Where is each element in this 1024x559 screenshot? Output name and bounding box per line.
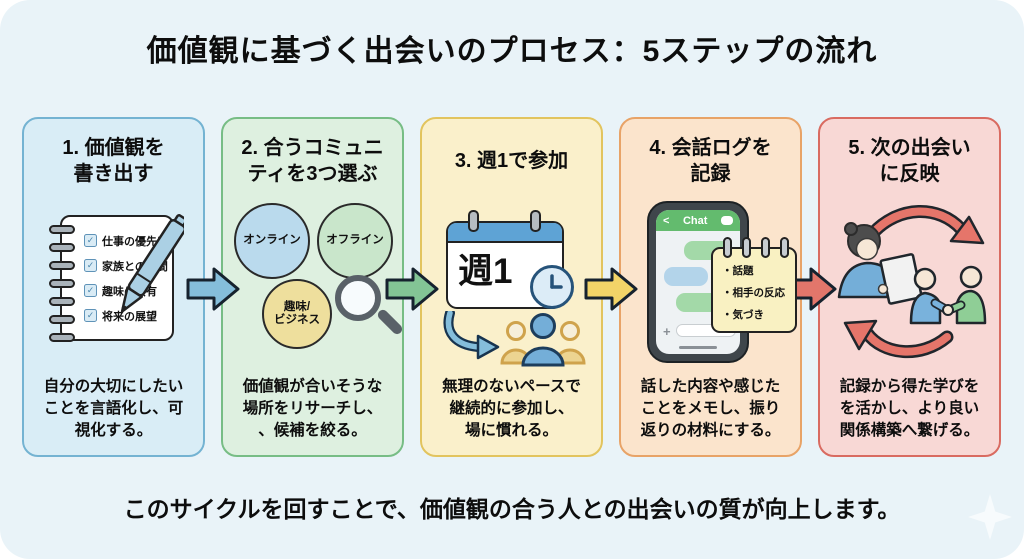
step-5-description: 記録から得た学びを を活かし、より良い 関係構築へ繋げる。 [839,378,980,439]
back-chevron-icon: < [663,214,670,227]
flow-arrow-2-icon [385,267,439,311]
clock-icon [530,265,574,309]
magnifier-lens-icon [335,275,381,321]
checklist-item: 仕事の優先度 [84,228,168,253]
feedback-cycle-icon [837,205,987,358]
community-circle-offline: オフライン [317,203,393,279]
checkbox-icon [84,234,97,247]
home-indicator [679,345,717,349]
step-4-title: 4. 会話ログを 記録 [649,136,772,185]
community-circle-hobby-business: 趣味/ ビジネス [262,279,332,349]
calendar-label: 週1 [458,252,513,291]
step-2-description: 価値観が合いそうな 場所をリサーチし、 、候補を絞る。 [242,378,383,439]
step-1-title: 1. 価値観を 書き出す [62,136,165,185]
chat-title: Chat [682,214,708,227]
memo-ring-icon [761,237,770,258]
flow-arrow-1-icon [186,267,240,311]
step-3-card: 3. 週1で参加 週1 [420,117,603,457]
spiral-ring-icon [49,333,75,342]
pen-icon [120,214,184,313]
step-3-illustration: 週1 [422,201,601,373]
memo-ring-icon [780,237,789,258]
calendar-header [448,223,562,243]
step-4-illustration: < Chat + ・話題 ・相手の反応 [621,201,800,373]
step-2-illustration: オンライン オフライン 趣味/ ビジネス [223,201,405,373]
chat-bubble-icon [721,216,733,225]
spiral-ring-icon [49,297,75,306]
memo-item: ・相手の反応 [722,287,785,300]
people-group-icon [443,311,586,367]
spiral-ring-icon [49,315,75,324]
spiral-ring-icon [49,243,75,252]
checklist-item-label: 将来の展望 [102,310,157,323]
memo-item: ・話題 [722,265,754,277]
step-3-title: 3. 週1で参加 [454,149,569,172]
chat-message-bubble [664,267,708,286]
chat-header: < Chat [656,210,740,231]
checkbox-icon [84,309,97,322]
calendar-icon: 週1 [446,210,574,309]
step-2-title: 2. 合うコミュニ ティを3つ選ぶ [241,136,384,185]
flow-arrow-3-icon [584,267,638,311]
checklist-item: 将来の展望 [84,303,168,328]
page-title: 価値観に基づく出会いのプロセス：5ステップの流れ [146,35,878,68]
step-2-card: 2. 合うコミュニ ティを3つ選ぶ オンライン オフライン 趣味/ ビジネス 価… [221,117,405,457]
step-3-description: 無理のないペースで 継続的に参加し、 場に慣れる。 [442,378,581,439]
step-4-description: 話した内容や感じた ことをメモし、振り 返りの材料にする。 [640,378,781,439]
step-1-illustration: 仕事の優先度 家族との時間 趣味の共有 将来の展望 [24,201,203,373]
community-circle-online: オンライン [234,203,310,279]
plus-icon: + [663,324,671,339]
footer-summary: このサイクルを回すことで、価値観の合う人との出会いの質が向上します。 [123,496,901,522]
spiral-ring-icon [49,225,75,234]
step-5-title: 5. 次の出会い に反映 [848,136,971,185]
step-5-illustration [820,201,999,373]
memo-pad-icon: ・話題 ・相手の反応 ・気づき [711,237,797,333]
checkbox-icon [84,259,97,272]
spiral-ring-icon [49,279,75,288]
calendar-pin-icon [468,210,479,232]
memo-item: ・気づき [722,309,764,322]
memo-ring-icon [742,237,751,258]
clock-hands-icon [550,274,563,289]
step-1-description: 自分の大切にしたい ことを言語化し、可 視化する。 [43,378,184,439]
step-5-card: 5. 次の出会い に反映 [818,117,1001,457]
memo-ring-icon [723,237,732,258]
spiral-ring-icon [49,261,75,270]
checklist-item-label: 仕事の優先度 [102,235,168,248]
step-4-card: 4. 会話ログを 記録 < Chat + [619,117,802,457]
step-1-card: 1. 価値観を 書き出す 仕事の優先度 家族との時間 [22,117,205,457]
calendar-pin-icon [530,210,541,232]
checkbox-icon [84,284,97,297]
